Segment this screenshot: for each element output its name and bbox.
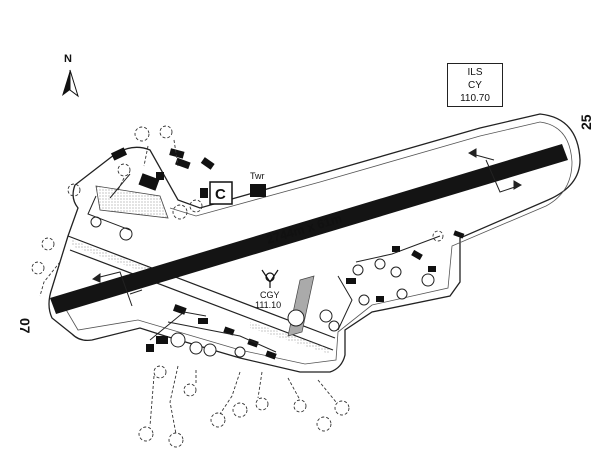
ils-info-box: ILS CY 110.70 <box>447 63 503 107</box>
runway <box>50 144 568 314</box>
airfield-inner-edge <box>57 121 573 365</box>
grey-pad <box>287 275 315 337</box>
west-apron <box>95 185 169 219</box>
dispersal-stands <box>31 125 444 448</box>
east-taxiway-shading <box>250 322 330 354</box>
compass-pad <box>287 309 305 327</box>
ils-label: ILS <box>467 67 483 78</box>
marker-c: C <box>215 186 226 203</box>
ils-ident: CY <box>468 80 482 91</box>
runway-end-25: 25 <box>578 114 594 130</box>
airfield-outline <box>48 113 581 373</box>
vor-icon <box>261 269 279 288</box>
taxiway-shading <box>72 240 160 278</box>
north-arrow-icon <box>62 69 79 98</box>
tower-label: Twr <box>250 171 265 181</box>
tower-building <box>250 184 266 197</box>
north-label: N <box>64 53 72 65</box>
ils-frequency: 110.70 <box>460 93 490 104</box>
apron-taxi-lines <box>87 173 441 353</box>
runway-end-07: 07 <box>17 318 33 334</box>
marker-c-box <box>209 181 233 205</box>
threshold-arrow-icon <box>91 148 523 307</box>
vor-ident: CGY <box>260 290 280 300</box>
vor-frequency: 111.10 <box>255 300 281 310</box>
